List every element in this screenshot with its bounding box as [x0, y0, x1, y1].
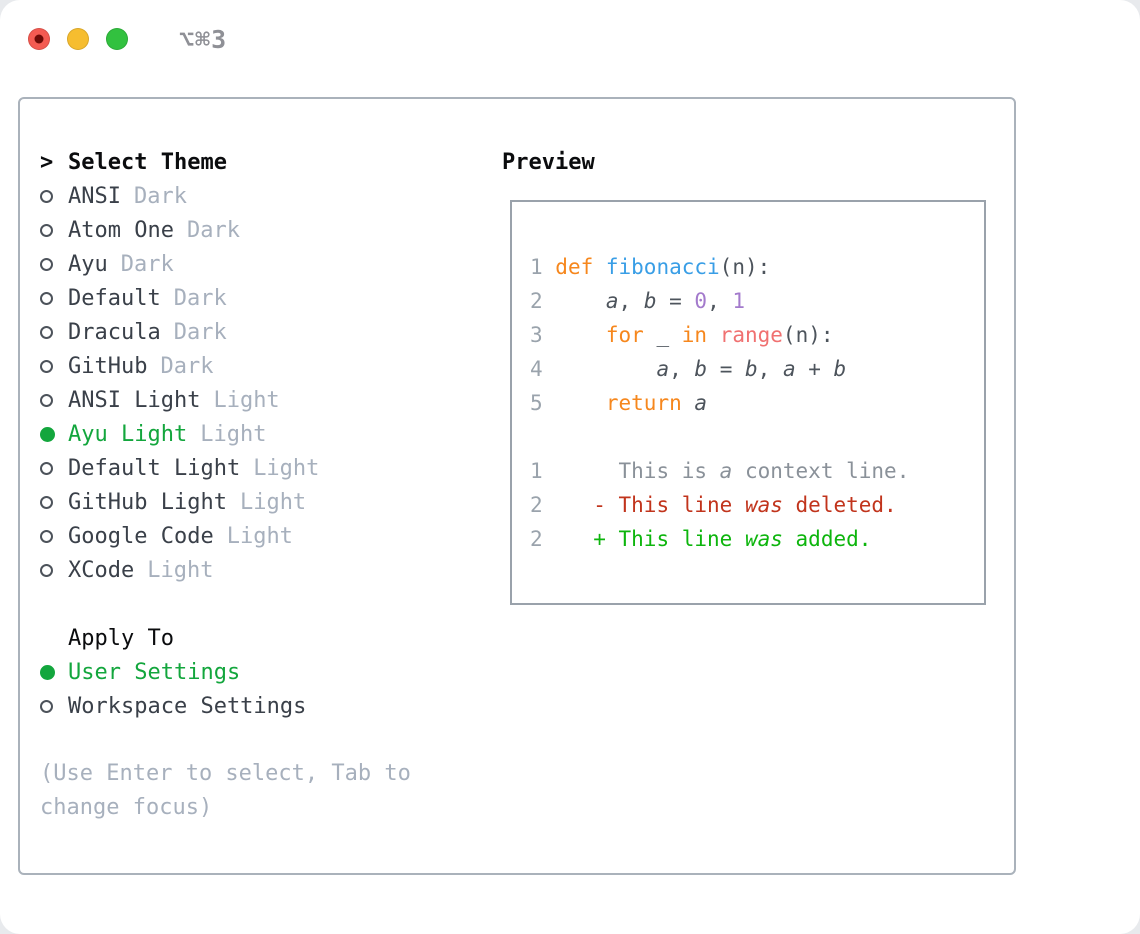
apply-option-workspace-settings[interactable]: Workspace Settings — [40, 689, 502, 723]
theme-option-dracula[interactable]: Dracula Dark — [40, 315, 502, 349]
apply-option-label: User Settings — [68, 659, 241, 685]
radio-icon — [40, 325, 53, 339]
theme-option-ayu-light[interactable]: Ayu Light Light — [40, 417, 502, 451]
zoom-button-icon[interactable] — [106, 28, 128, 50]
theme-option-github-light[interactable]: GitHub Light Light — [40, 485, 502, 519]
theme-name: ANSI Light — [68, 387, 201, 413]
radio-icon — [40, 495, 53, 509]
select-theme-title: Select Theme — [68, 149, 227, 175]
code-line: 2 + This line was added. — [530, 527, 872, 551]
theme-name: GitHub — [68, 353, 148, 379]
keyboard-hint: (Use Enter to select, Tab to change focu… — [40, 761, 411, 820]
close-button-icon[interactable] — [28, 28, 50, 50]
theme-option-default-light[interactable]: Default Light Light — [40, 451, 502, 485]
theme-variant-label: Dark — [120, 251, 174, 277]
radio-icon — [40, 359, 53, 373]
radio-icon — [40, 291, 53, 305]
theme-name: Google Code — [68, 523, 214, 549]
minimize-button-icon[interactable] — [67, 28, 89, 50]
code-line: 1 def fibonacci(n): — [530, 255, 771, 279]
theme-name: ANSI — [68, 183, 121, 209]
theme-option-github[interactable]: GitHub Dark — [40, 349, 502, 383]
radio-selected-icon — [40, 426, 55, 442]
code-line: 2 a, b = 0, 1 — [530, 289, 746, 313]
apply-option-label: Workspace Settings — [68, 693, 307, 719]
window-controls — [28, 28, 145, 50]
preview-column: Preview 1 def fibonacci(n): 2 a, b = 0, 1… — [502, 145, 1014, 873]
code-line: 5 return a — [530, 391, 708, 415]
theme-name: Atom One — [68, 217, 174, 243]
theme-option-ansi[interactable]: ANSI Dark — [40, 179, 502, 213]
radio-icon — [40, 461, 53, 475]
code-preview-box: 1 def fibonacci(n): 2 a, b = 0, 1 3 for _ … — [510, 200, 986, 605]
radio-icon — [40, 223, 53, 237]
code-line: 3 for _ in range(n): — [530, 323, 834, 347]
theme-variant-label: Light — [226, 523, 293, 549]
radio-icon — [40, 563, 53, 577]
theme-variant-label: Dark — [173, 319, 227, 345]
theme-variant-label: Light — [239, 489, 307, 515]
theme-name: XCode — [68, 557, 135, 583]
preview-header-row: Preview — [502, 145, 1014, 179]
theme-option-ansi-light[interactable]: ANSI Light Light — [40, 383, 502, 417]
radio-icon — [40, 257, 53, 271]
theme-name: Ayu Light — [68, 421, 188, 447]
code-line: 2 - This line was deleted. — [530, 493, 897, 517]
select-theme-header: > Select Theme — [40, 145, 502, 179]
theme-option-atom-one[interactable]: Atom One Dark — [40, 213, 502, 247]
window-title: ⌥⌘3 — [179, 24, 228, 54]
theme-variant-label: Dark — [160, 353, 214, 379]
theme-variant-label: Light — [147, 557, 214, 583]
theme-variant-label: Dark — [186, 217, 240, 243]
apply-to-title: Apply To — [68, 625, 174, 651]
window-titlebar: ⌥⌘3 — [0, 0, 1140, 78]
radio-selected-icon — [40, 664, 55, 680]
theme-name: Default — [68, 285, 161, 311]
apply-option-user-settings[interactable]: User Settings — [40, 655, 502, 689]
theme-variant-label: Light — [200, 421, 267, 447]
apply-to-header: Apply To — [40, 621, 502, 655]
preview-title: Preview — [502, 149, 595, 175]
cursor-arrow-icon: > — [40, 149, 54, 175]
theme-option-xcode[interactable]: XCode Light — [40, 553, 502, 587]
code-line — [530, 420, 968, 454]
radio-icon — [40, 189, 53, 203]
theme-option-default[interactable]: Default Dark — [40, 281, 502, 315]
code-line: 4 a, b = b, a + b — [530, 357, 847, 381]
theme-variant-label: Light — [253, 455, 320, 481]
radio-icon — [40, 529, 53, 543]
spacer — [40, 587, 502, 621]
theme-name: Dracula — [68, 319, 161, 345]
theme-option-ayu[interactable]: Ayu Dark — [40, 247, 502, 281]
theme-name: Ayu — [68, 251, 108, 277]
theme-variant-label: Dark — [173, 285, 227, 311]
radio-icon — [40, 699, 53, 713]
theme-option-google-code[interactable]: Google Code Light — [40, 519, 502, 553]
code-line: 1 This is a context line. — [530, 459, 910, 483]
theme-name: GitHub Light — [68, 489, 227, 515]
spacer — [40, 723, 502, 757]
theme-name: Default Light — [68, 455, 241, 481]
theme-variant-label: Light — [213, 387, 280, 413]
theme-variant-label: Dark — [133, 183, 187, 209]
radio-icon — [40, 393, 53, 407]
